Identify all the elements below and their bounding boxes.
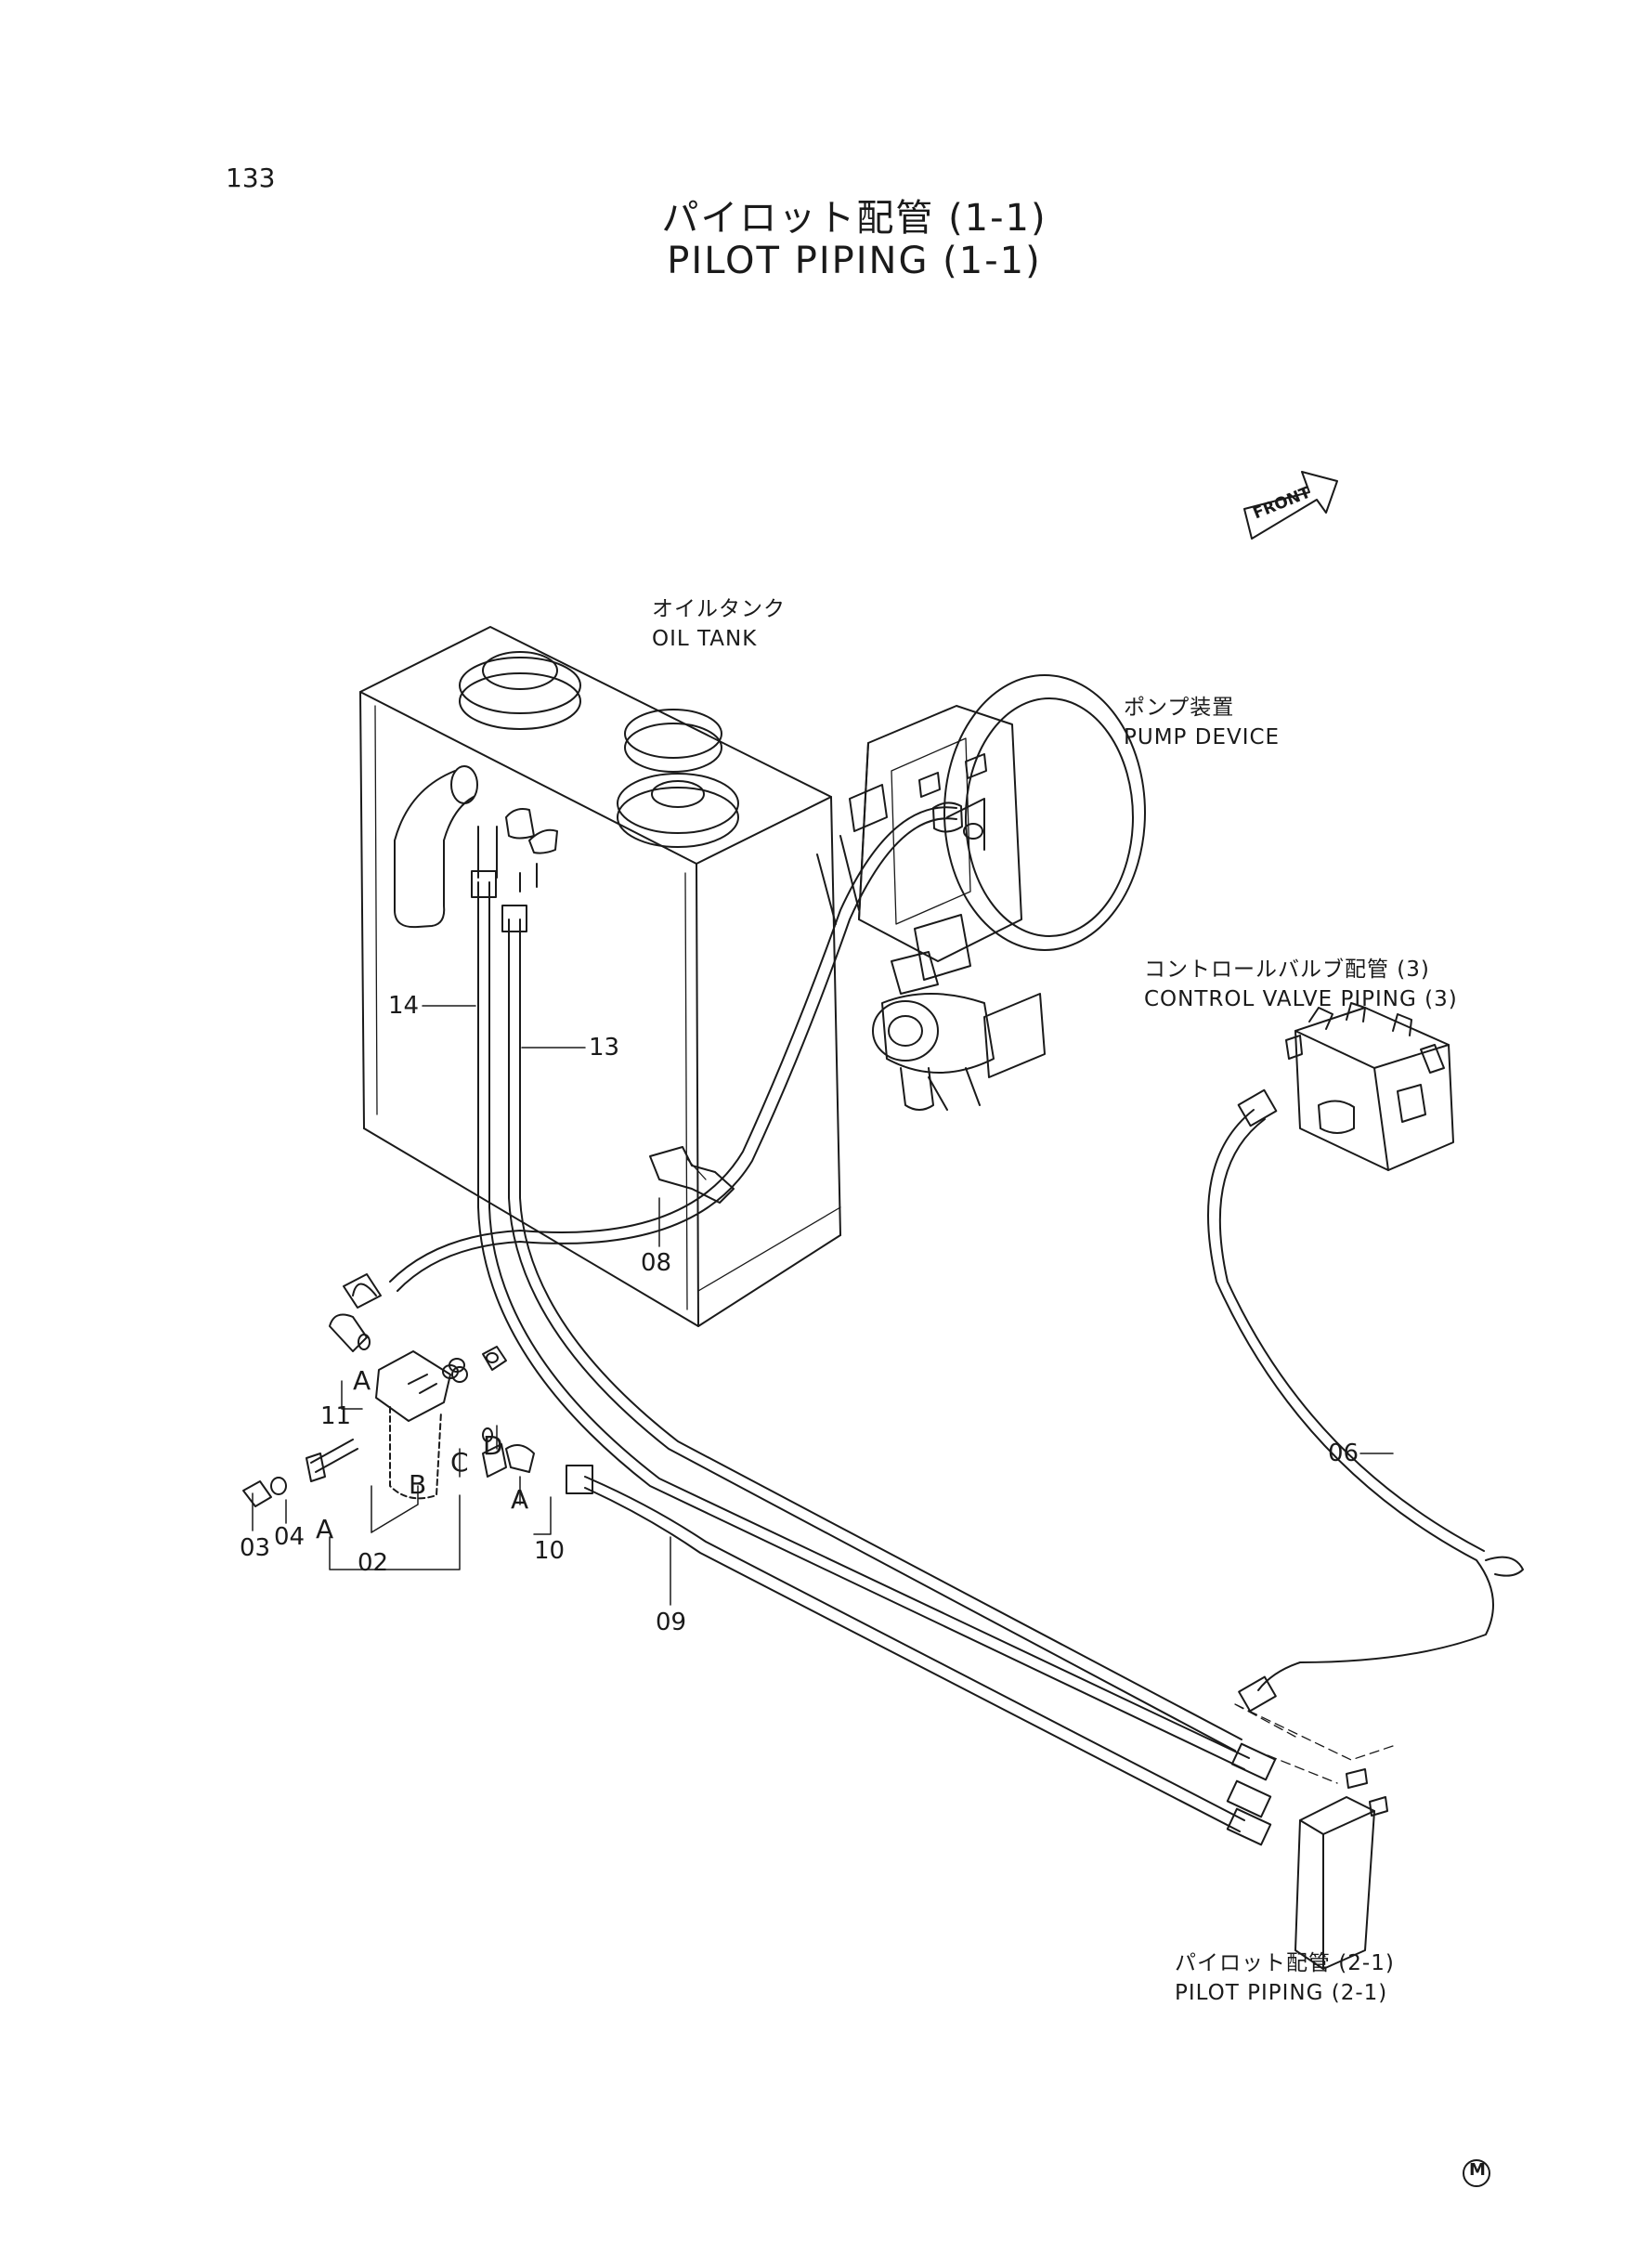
part-callout-02: 02 [358,1549,389,1577]
oil-tank-drawing [360,627,840,1326]
hose-08 [390,807,956,1291]
control-valve-drawing [1286,1003,1453,1170]
control-valve-piping-label-jp: コントロールバルブ配管 (3) [1144,958,1430,982]
pump-device-label-en: PUMP DEVICE [1124,725,1281,749]
leader-lines [253,1006,1393,1605]
oil-tank-label-jp: オイルタンク [652,597,786,621]
part-callout-04: 04 [274,1523,306,1551]
part-callout-03: 03 [240,1534,271,1562]
pilot-piping-next-label-jp: パイロット配管 (2-1) [1175,1951,1395,1975]
pump-device-drawing [817,675,1145,1110]
oil-tank-label-en: OIL TANK [652,627,758,651]
detail-letter-d: D [483,1430,503,1461]
part-callout-09: 09 [656,1609,687,1636]
page-title-japanese: パイロット配管 (1-1) [661,197,1047,240]
hose-14 [472,871,1249,1769]
part-callout-11: 11 [320,1402,352,1430]
hose-13 [502,905,1242,1751]
part-callout-10: 10 [534,1537,566,1565]
page-title-english: PILOT PIPING (1-1) [667,240,1042,282]
pilot-piping-next-label-en: PILOT PIPING (2-1) [1175,1981,1388,2005]
hose-06 [1208,1090,1523,1712]
pump-device-label-jp: ポンプ装置 [1124,696,1235,720]
part-callout-13: 13 [589,1034,620,1062]
detail-letter-c: C [450,1447,469,1478]
page-number: 133 [226,163,276,193]
control-valve-piping-label-en: CONTROL VALVE PIPING (3) [1144,987,1458,1011]
part-callout-14: 14 [388,992,420,1020]
detail-letter-b: B [409,1469,427,1500]
part-callout-06: 06 [1328,1440,1359,1467]
filter-assembly-drawing [243,1274,534,1506]
detail-letter-a-lower-left: A [316,1514,334,1544]
front-arrow-icon [1244,472,1337,539]
pilot-block-drawing [1228,1704,1393,1969]
m-mark-icon [1463,2160,1489,2186]
hose-09 [566,1466,1244,1831]
part-callout-08: 08 [641,1249,672,1277]
detail-letter-a-lower-right: A [511,1484,529,1515]
m-mark-label: M [1469,2160,1486,2180]
detail-letter-a-upper: A [353,1365,371,1396]
